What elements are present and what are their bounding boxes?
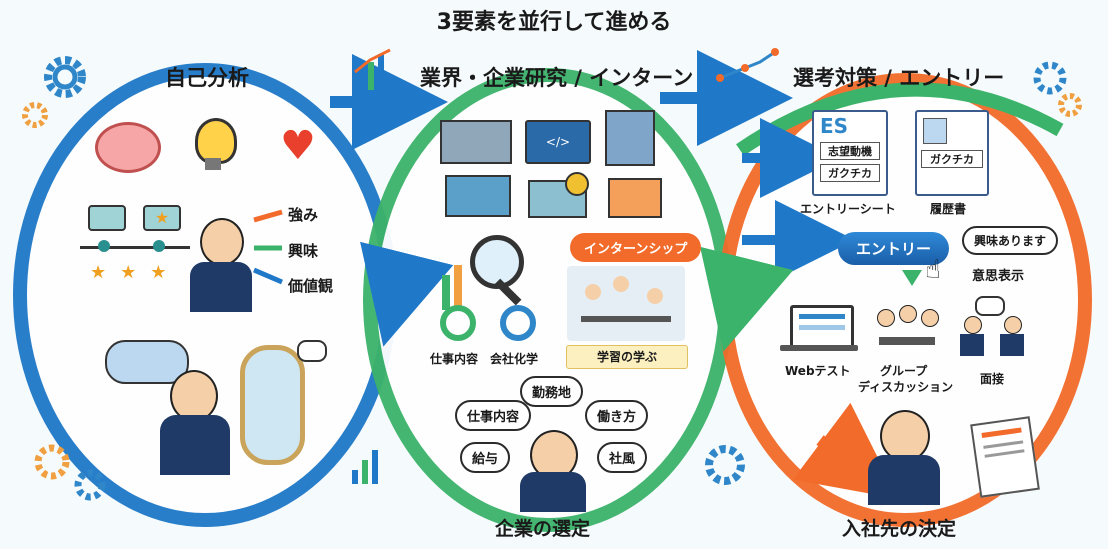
shop-icon <box>608 178 662 218</box>
resume-photo-icon <box>923 118 947 144</box>
brain-icon <box>95 122 161 173</box>
gear-icon <box>74 469 106 501</box>
offer-letter-icon <box>970 416 1040 498</box>
gear-icon <box>705 445 745 485</box>
person-reflecting-icon <box>170 370 218 422</box>
label-interview: 面接 <box>980 372 1005 386</box>
laptop-icon <box>790 305 854 351</box>
label-group: グループ <box>880 364 928 378</box>
speech-bubble-icon <box>297 340 327 362</box>
arrow-up-green <box>700 246 794 352</box>
timeline-dot <box>98 240 110 252</box>
people-network-icon <box>500 305 536 341</box>
bubble-work-location: 勤務地 <box>520 376 584 407</box>
trend-line-icon <box>716 48 779 82</box>
es-motivation: 志望動機 <box>820 142 880 160</box>
speech-bubble-icon <box>975 296 1005 316</box>
resume-gakuchika: ガクチカ <box>921 150 983 168</box>
label-resume: 履歴書 <box>930 202 967 216</box>
lightbulb-icon <box>195 118 237 164</box>
label-intent: 意思表示 <box>972 269 1025 284</box>
down-arrow-icon <box>902 270 922 286</box>
internship-badge: インターンシップ <box>570 233 702 262</box>
trend-chart-icon <box>354 48 391 90</box>
person-choosing-icon <box>530 430 578 480</box>
page-title: 3要素を並行して進める <box>436 10 672 35</box>
bubble-job-content: 仕事内容 <box>455 400 532 431</box>
label-values: 価値観 <box>288 277 334 295</box>
label-entry-sheet: エントリーシート <box>800 202 896 216</box>
es-title: ES <box>820 114 849 138</box>
lightbulb-base-icon <box>205 158 221 170</box>
coin-icon <box>565 172 589 196</box>
timeline-line <box>80 246 190 249</box>
timeline-dot <box>153 240 165 252</box>
speech-card-icon <box>88 205 126 231</box>
group-discussion-icon <box>873 305 941 355</box>
section-industry-research: 業界・企業研究 / インターン <box>420 66 694 90</box>
label-learning: 学習の学ぶ <box>566 345 688 369</box>
gear-icon <box>1058 93 1082 117</box>
internship-meeting-icon <box>567 266 685 341</box>
bubble-interested: 興味あります <box>962 226 1059 255</box>
laptop-base-icon <box>780 345 858 351</box>
gear-icon <box>44 56 86 98</box>
person-success-icon <box>880 410 930 462</box>
office-building-icon <box>445 175 511 217</box>
label-interest: 興味 <box>288 242 319 260</box>
code-monitor-icon: </> <box>525 120 591 164</box>
interview-handshake-icon <box>960 312 1026 357</box>
entry-sheet-doc: ES 志望動機 ガクチカ <box>812 110 888 196</box>
gear-icon <box>34 444 70 480</box>
arrows-icon <box>253 209 283 285</box>
bubble-work-style: 働き方 <box>585 400 649 431</box>
person-reflecting-suit-icon <box>160 415 230 475</box>
person-thinking-icon <box>200 218 244 266</box>
label-company-culture: 会社化学 <box>490 352 539 366</box>
es-gakuchika: ガクチカ <box>820 164 880 182</box>
person-choosing-suit-icon <box>520 472 586 512</box>
building-icon <box>605 110 655 166</box>
resume-doc: ガクチカ <box>915 110 989 196</box>
star-card-icon: ★ <box>143 205 181 231</box>
pointer-hand-icon: ☝ <box>925 255 941 285</box>
factory-icon <box>440 120 512 164</box>
arrow-up-blue <box>360 241 454 347</box>
person-suit-icon <box>190 262 252 312</box>
bubble-salary: 給与 <box>460 442 511 473</box>
star-rating-icon: ★★★ <box>90 262 181 283</box>
mirror-icon <box>240 345 305 465</box>
gear-document-icon <box>440 305 476 341</box>
label-web-test: Webテスト <box>785 364 851 378</box>
label-job-content: 仕事内容 <box>430 352 479 366</box>
bar-chart-bottom-icon <box>352 450 378 484</box>
section-selection: 選考対策 / エントリー <box>793 66 1005 90</box>
thought-cloud-icon <box>105 340 189 384</box>
section-self-analysis: 自己分析 <box>165 66 249 90</box>
research-chart-icon <box>440 235 550 315</box>
bubble-company-culture: 社風 <box>597 442 648 473</box>
entry-button[interactable]: エントリー <box>838 232 950 265</box>
gear-icon <box>22 102 48 128</box>
arrow-to-decision <box>792 402 899 499</box>
label-strength: 強み <box>288 206 319 224</box>
heart-icon: ♥ <box>280 123 316 169</box>
label-final-decision: 入社先の決定 <box>842 518 957 540</box>
label-discussion: ディスカッション <box>858 380 954 394</box>
label-company-selection: 企業の選定 <box>495 518 591 540</box>
gear-icon <box>1033 61 1067 95</box>
person-success-suit-icon <box>868 455 940 505</box>
